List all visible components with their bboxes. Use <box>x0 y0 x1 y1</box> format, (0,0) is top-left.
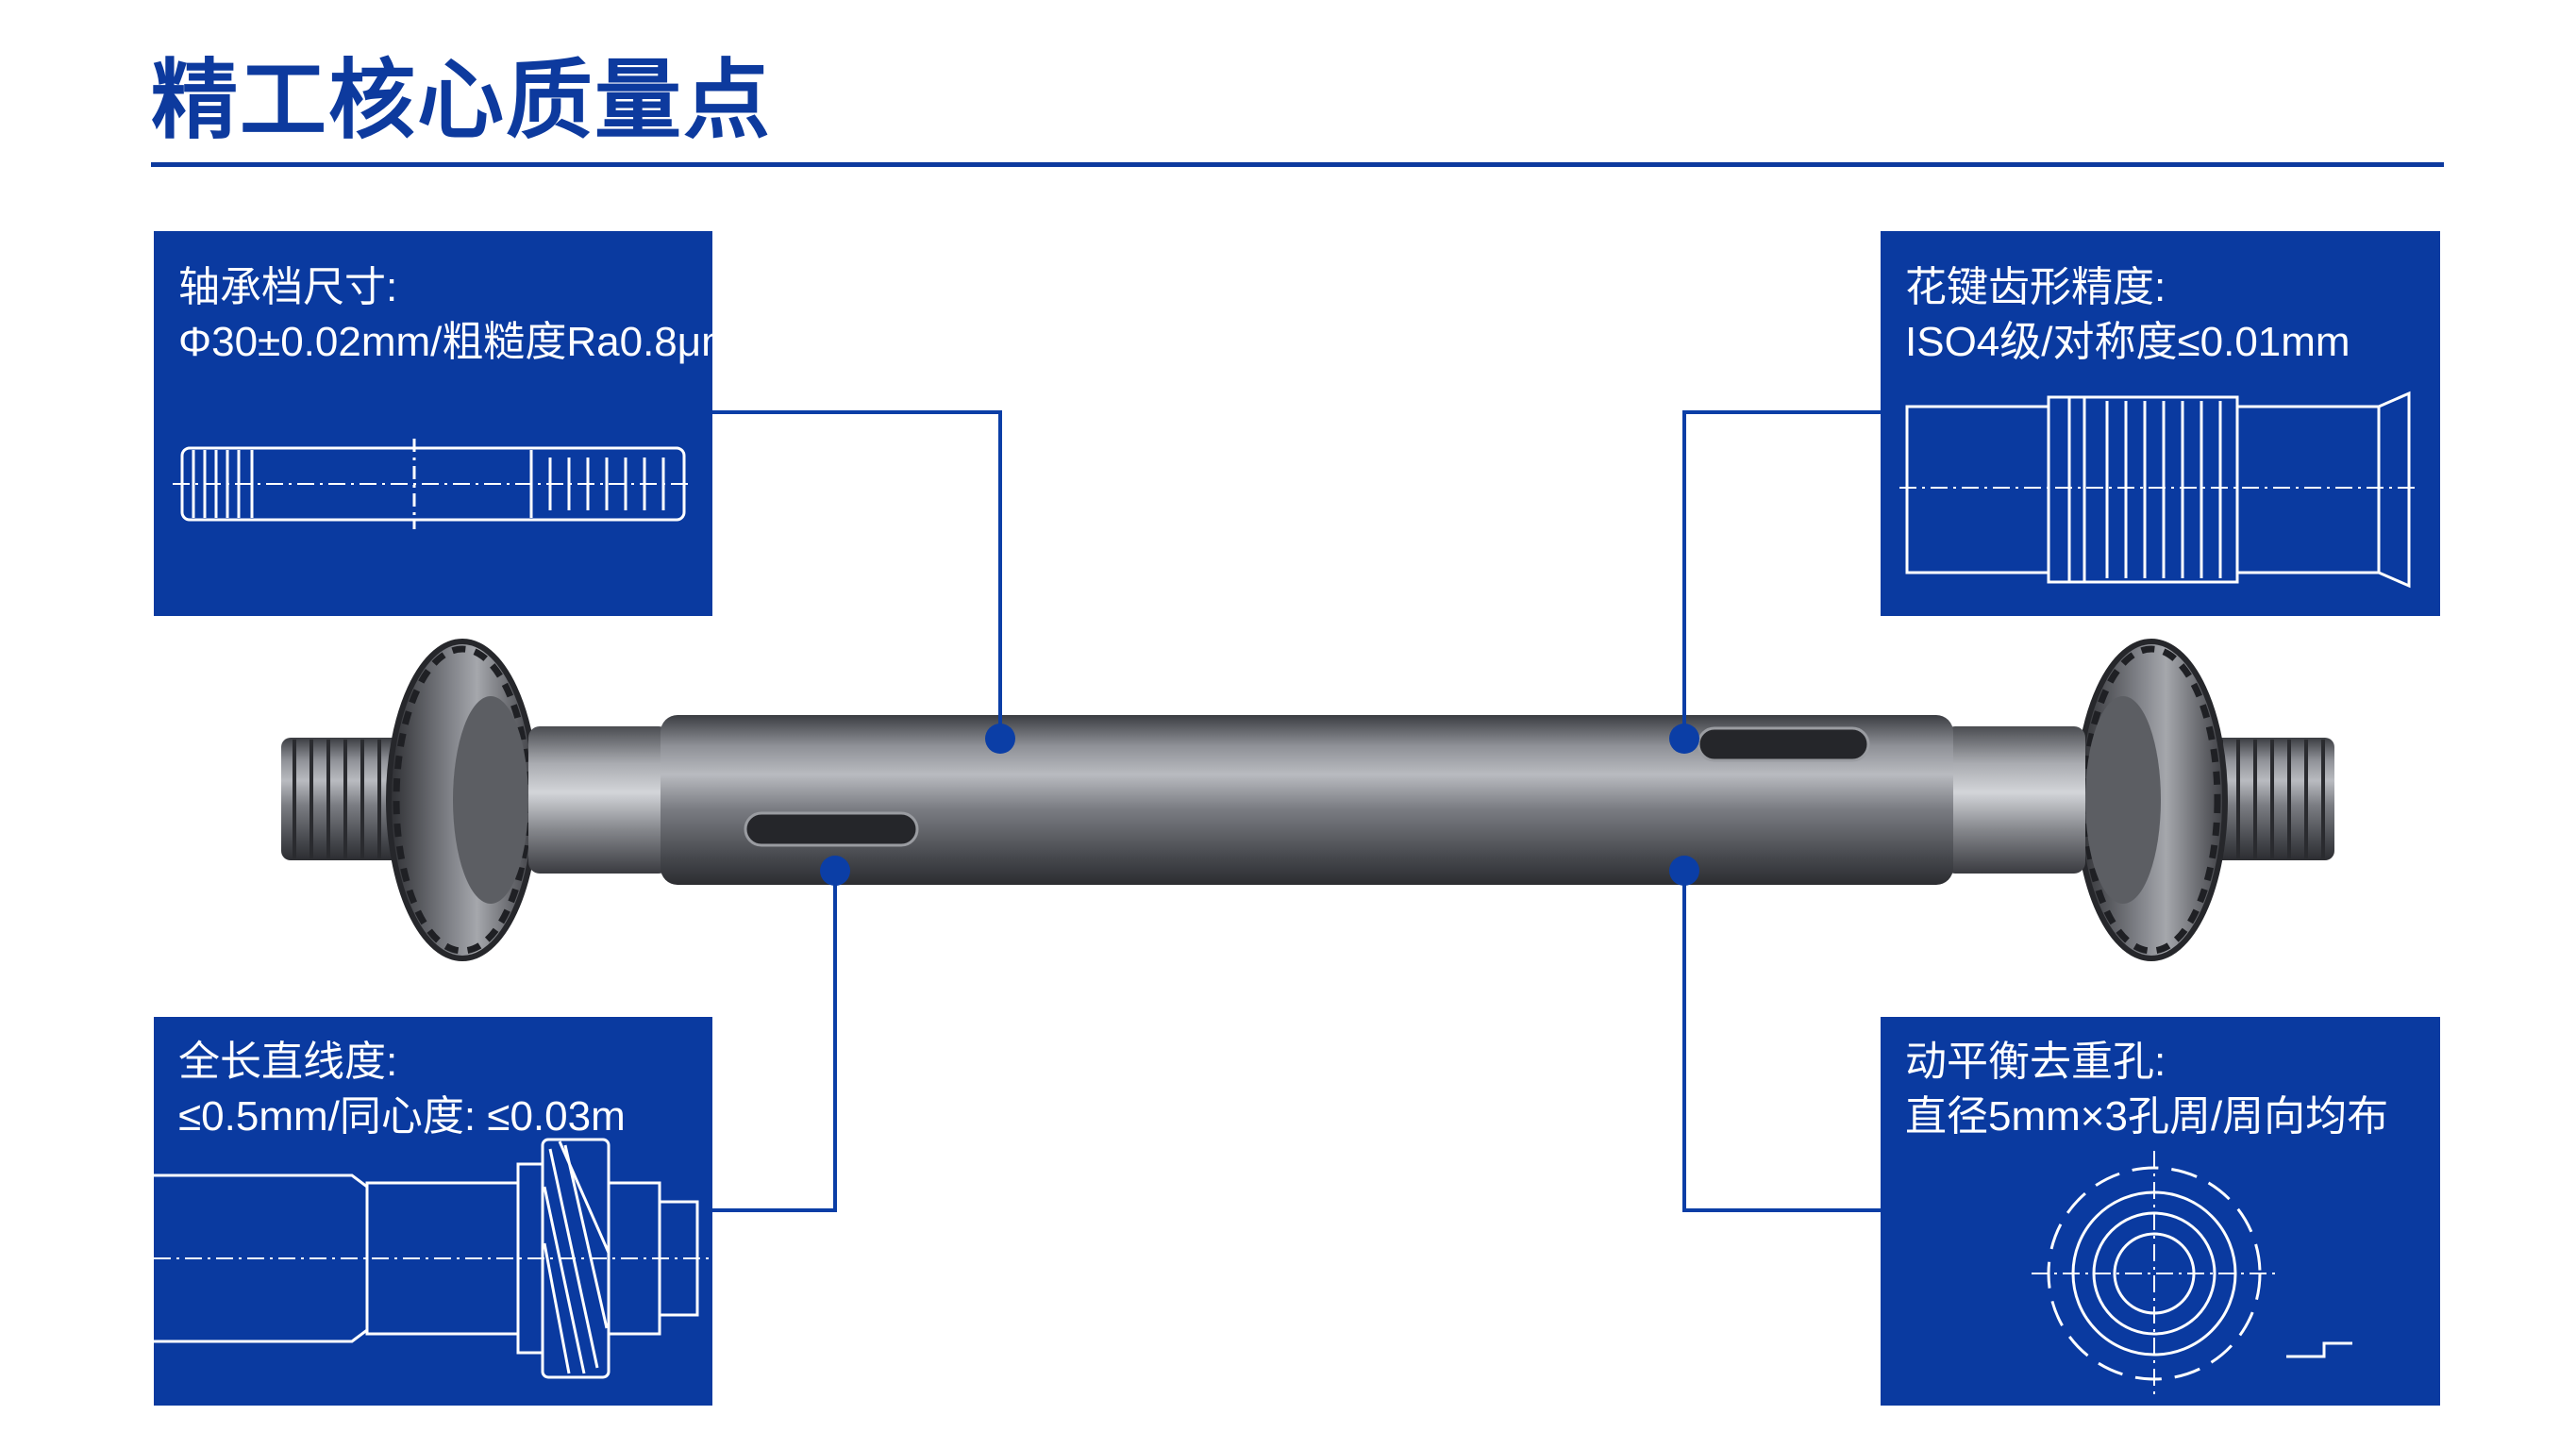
callout-panel-spline: 花键齿形精度: ISO4级/对称度≤0.01mm <box>1881 231 2440 616</box>
keyway-left <box>744 811 919 847</box>
callout-dot-straightness <box>820 856 850 886</box>
bearing-journal-drawing <box>173 439 694 529</box>
left-helical-gear <box>386 639 539 961</box>
callout-dot-balance <box>1669 856 1699 886</box>
shaft-body <box>661 715 1953 885</box>
balance-label: 动平衡去重孔: <box>1905 1039 2166 1085</box>
straightness-label: 全长直线度: <box>178 1039 398 1085</box>
right-bearing-journal <box>1944 726 2085 874</box>
callout-panel-bearing: 轴承档尺寸: Φ30±0.02mm/粗糙度Ra0.8μm <box>154 231 712 616</box>
leader-straightness <box>712 871 837 1212</box>
bearing-spec: Φ30±0.02mm/粗糙度Ra0.8μm <box>178 319 712 365</box>
callout-panel-straightness: 全长直线度: ≤0.5mm/同心度: ≤0.03m <box>154 1017 712 1406</box>
left-spline-end <box>281 738 404 860</box>
spline-spec: ISO4级/对称度≤0.01mm <box>1905 319 2350 365</box>
balance-hole-drawing <box>2032 1151 2352 1396</box>
page-title: 精工核心质量点 <box>151 50 773 151</box>
balance-spec: 直径5mm×3孔周/周向均布 <box>1905 1093 2389 1140</box>
title-underline <box>151 162 2444 167</box>
bearing-label: 轴承档尺寸: <box>178 264 398 310</box>
callout-dot-bearing <box>985 724 1015 754</box>
callout-panel-balance: 动平衡去重孔: 直径5mm×3孔周/周向均布 <box>1881 1017 2440 1406</box>
straightness-drawing <box>154 1138 712 1379</box>
keyway-right <box>1697 726 1870 762</box>
straightness-spec: ≤0.5mm/同心度: ≤0.03m <box>178 1093 626 1140</box>
left-bearing-journal <box>528 726 670 874</box>
spline-label: 花键齿形精度: <box>1905 264 2166 310</box>
spline-tooth-drawing <box>1899 391 2420 589</box>
callout-dot-spline <box>1669 724 1699 754</box>
leader-spline <box>1682 410 1881 739</box>
leader-balance <box>1682 871 1881 1212</box>
leader-bearing <box>712 410 1002 739</box>
right-helical-gear <box>2075 639 2228 961</box>
